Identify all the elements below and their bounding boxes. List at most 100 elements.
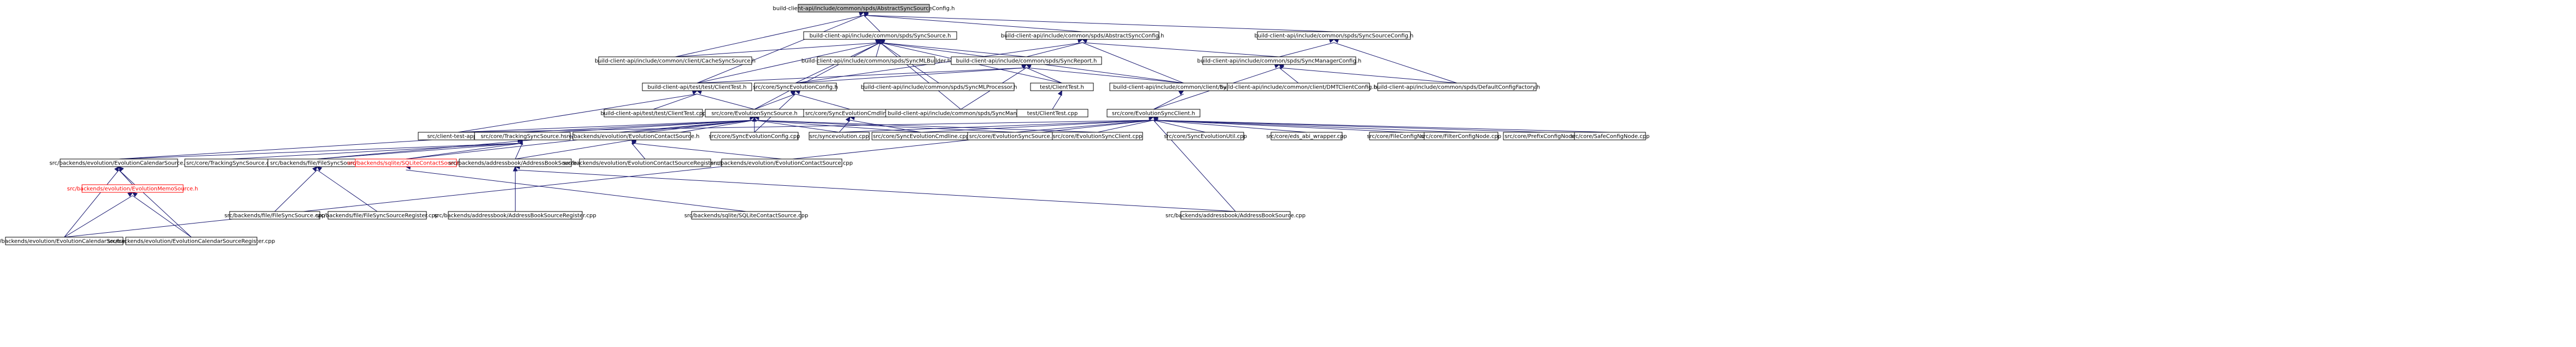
node-label: build-client-api/test/test/ClientTest.cp… <box>600 111 706 117</box>
node-box <box>1574 132 1646 140</box>
node-build-client-api-include-common-spds-syncmlbuilder-h[interactable]: build-client-api/include/common/spds/Syn… <box>801 56 951 65</box>
edge-n3-to-n7 <box>1279 38 1335 57</box>
node-src-syncevolution-cpp[interactable]: src/syncevolution.cpp <box>809 132 870 140</box>
node-src-core-filterconfignode-cpp[interactable]: src/core/FilterConfigNode.cpp <box>1421 132 1501 140</box>
node-label: src/backends/sqlite/SQLiteContactSource.… <box>347 161 465 167</box>
node-label: src/backends/addressbook/AddressBookSour… <box>1166 213 1305 219</box>
node-box <box>691 211 801 220</box>
node-src-core-syncevolutionutil-cpp[interactable]: src/core/SyncEvolutionUtil.cpp <box>1164 132 1247 140</box>
node-src-core-evolutionsyncsource-cpp[interactable]: src/core/EvolutionSyncSource.cpp <box>967 132 1064 140</box>
node-src-backends-evolution-evolutionmemosource-h[interactable]: src/backends/evolution/EvolutionMemoSour… <box>67 184 198 193</box>
node-box <box>459 158 572 167</box>
node-box <box>642 83 752 91</box>
node-box <box>817 56 935 65</box>
node-src-backends-file-filesyncsourceregister-cpp[interactable]: src/backends/file/FileSyncSourceRegister… <box>316 211 438 220</box>
edge-line <box>696 15 864 84</box>
node-src-backends-evolution-evolutioncontactsource-cpp[interactable]: src/backends/evolution/EvolutionContactS… <box>711 158 853 167</box>
node-src-core-eds-abi-wrapper-cpp[interactable]: src/core/eds_abi_wrapper.cpp <box>1266 132 1347 140</box>
node-src-backends-evolution-evolutioncalendarsourceregister-cpp[interactable]: src/backends/evolution/EvolutionCalendar… <box>108 237 275 245</box>
edge-arrowhead <box>118 166 124 172</box>
node-build-client-api-include-common-client-dmtclientconfig-h[interactable]: build-client-api/include/common/client/D… <box>1220 83 1377 91</box>
node-build-client-api-include-common-spds-syncreport-h[interactable]: build-client-api/include/common/spds/Syn… <box>951 56 1102 65</box>
node-label: build-client-api/include/common/spds/Abs… <box>773 6 955 12</box>
node-build-client-api-include-common-spds-syncmanagerconfig-h[interactable]: build-client-api/include/common/spds/Syn… <box>1197 56 1361 65</box>
edge-n37-to-n44 <box>316 166 378 212</box>
edge-arrowhead <box>316 166 323 172</box>
edge-line <box>921 120 1154 133</box>
node-src-backends-evolution-evolutioncontactsourceregister-cpp[interactable]: src/backends/evolution/EvolutionContactS… <box>563 158 727 167</box>
edge-line <box>515 143 523 160</box>
edge-arrowhead <box>1021 64 1027 69</box>
node-src-core-evolutionsyncclient-cpp[interactable]: src/core/EvolutionSyncClient.cpp <box>1052 132 1143 140</box>
node-src-backends-evolution-evolutioncontactsource-h[interactable]: src/backends/evolution/EvolutionContactS… <box>564 132 700 140</box>
node-src-core-syncevolutionconfig-cpp[interactable]: src/core/SyncEvolutionConfig.cpp <box>709 132 800 140</box>
edge-arrowhead <box>114 166 120 172</box>
node-label: src/core/EvolutionSyncSource.cpp <box>969 134 1062 140</box>
node-src-backends-addressbook-addressbooksourceregister-cpp[interactable]: src/backends/addressbook/AddressBookSour… <box>434 211 596 220</box>
edge-line <box>1153 120 1206 133</box>
edge-line <box>876 42 881 57</box>
node-src-backends-addressbook-addressbooksource-h[interactable]: src/backends/addressbook/AddressBookSour… <box>448 158 582 167</box>
node-build-client-api-include-common-spds-abstractsyncsourceconfig-h[interactable]: build-client-api/include/common/spds/Abs… <box>773 4 955 13</box>
edge-n20-to-n47 <box>1153 116 1236 212</box>
edge-line <box>675 42 881 57</box>
node-test-clienttest-h[interactable]: test/ClientTest.h <box>1030 83 1094 91</box>
node-src-core-evolutionsyncclient-h[interactable]: src/core/EvolutionSyncClient.h <box>1106 109 1201 117</box>
edge-line <box>754 120 922 133</box>
node-label: test/ClientTest.cpp <box>1027 111 1078 117</box>
node-box <box>1271 132 1343 140</box>
node-build-client-api-include-common-client-syncclient-h[interactable]: build-client-api/include/common/client/S… <box>1109 83 1258 91</box>
node-src-backends-file-filesyncsource-cpp[interactable]: src/backends/file/FileSyncSource.cpp <box>225 211 325 220</box>
node-label: src/core/SyncEvolutionCmdline.cpp <box>873 134 969 140</box>
node-label: src/core/SafeConfigNode.cpp <box>1571 134 1650 140</box>
node-src-backends-addressbook-addressbooksource-cpp[interactable]: src/backends/addressbook/AddressBookSour… <box>1166 211 1305 220</box>
edge-line <box>119 143 523 160</box>
node-build-client-api-include-common-spds-syncsourceconfig-h[interactable]: build-client-api/include/common/spds/Syn… <box>1255 31 1414 40</box>
edge-n6-to-n11 <box>1026 64 1062 84</box>
node-label: src/core/EvolutionSyncClient.h <box>1112 111 1195 117</box>
node-src-core-syncevolutioncmdline-h[interactable]: src/core/SyncEvolutionCmdline.h <box>803 109 897 117</box>
edge-n23-to-n41 <box>631 138 782 160</box>
node-box <box>572 132 691 140</box>
node-src-backends-evolution-evolutioncalendarsource-cpp[interactable]: src/backends/evolution/EvolutionCalendar… <box>0 237 137 245</box>
node-src-backends-evolution-evolutioncalendarsource-h[interactable]: src/backends/evolution/EvolutionCalendar… <box>49 158 189 167</box>
node-src-core-syncevolutionconfig-h[interactable]: src/core/SyncEvolutionConfig.h <box>753 83 838 91</box>
node-build-client-api-include-common-spds-syncmlprocessor-h[interactable]: build-client-api/include/common/spds/Syn… <box>861 83 1017 91</box>
edge-n12-to-n20 <box>1153 90 1185 110</box>
edge-n2-to-n7 <box>1081 37 1280 57</box>
edge-line <box>1082 42 1184 84</box>
node-label: src/core/SyncEvolutionCmdline.h <box>805 111 895 117</box>
node-build-client-api-test-test-clienttest-h[interactable]: build-client-api/test/test/ClientTest.h <box>642 83 752 91</box>
node-label: src/backends/addressbook/AddressBookSour… <box>434 213 596 219</box>
node-build-client-api-include-common-spds-syncsource-h[interactable]: build-client-api/include/common/spds/Syn… <box>803 31 957 40</box>
node-box <box>474 132 571 140</box>
edge-n7-to-n13 <box>1279 64 1299 84</box>
node-test-clienttest-cpp[interactable]: test/ClientTest.cpp <box>1016 109 1088 117</box>
node-box <box>1052 132 1143 140</box>
node-build-client-api-include-common-spds-defaultconfigfactory-h[interactable]: build-client-api/include/common/spds/Def… <box>1374 83 1540 91</box>
node-src-core-safeconfignode-cpp[interactable]: src/core/SafeConfigNode.cpp <box>1571 132 1650 140</box>
edge-n2-to-n6 <box>1026 38 1084 57</box>
node-src-core-syncevolutioncmdline-cpp[interactable]: src/core/SyncEvolutionCmdline.cpp <box>871 132 971 140</box>
node-label: build-client-api/include/common/spds/Syn… <box>956 58 1097 64</box>
edge-line <box>1153 120 1611 133</box>
node-src-backends-sqlite-sqlitecontactsource-h[interactable]: src/backends/sqlite/SQLiteContactSource.… <box>347 158 465 167</box>
node-src-core-trackingsyncsource-h[interactable]: src/core/TrackingSyncSource.h <box>474 132 571 140</box>
node-src-core-evolutionsyncsource-h[interactable]: src/core/EvolutionSyncSource.h <box>705 109 804 117</box>
edge-n11-to-n19 <box>1052 90 1063 110</box>
edge-arrowhead <box>845 116 851 122</box>
node-build-client-api-include-common-client-cachesyncsource-h[interactable]: build-client-api/include/common/client/C… <box>595 56 756 65</box>
node-label: build-client-api/include/common/spds/Syn… <box>801 58 951 64</box>
node-build-client-api-include-common-spds-abstractsyncconfig-h[interactable]: build-client-api/include/common/spds/Abs… <box>1001 31 1164 40</box>
node-build-client-api-test-test-clienttest-cpp[interactable]: build-client-api/test/test/ClientTest.cp… <box>600 109 706 117</box>
node-label: src/core/TrackingSyncSource.h <box>481 134 564 140</box>
node-src-backends-sqlite-sqlitecontactsource-cpp[interactable]: src/backends/sqlite/SQLiteContactSource.… <box>684 211 809 220</box>
node-box <box>355 158 457 167</box>
edge-line <box>653 93 698 110</box>
node-build-client-api-include-common-spds-syncmanager-h[interactable]: build-client-api/include/common/spds/Syn… <box>885 109 1037 117</box>
edge-line <box>458 93 698 133</box>
node-label: src/core/SyncEvolutionConfig.cpp <box>709 134 800 140</box>
edge-line <box>132 195 192 238</box>
node-src-core-trackingsyncsource-cpp[interactable]: src/core/TrackingSyncSource.cpp <box>184 158 278 167</box>
